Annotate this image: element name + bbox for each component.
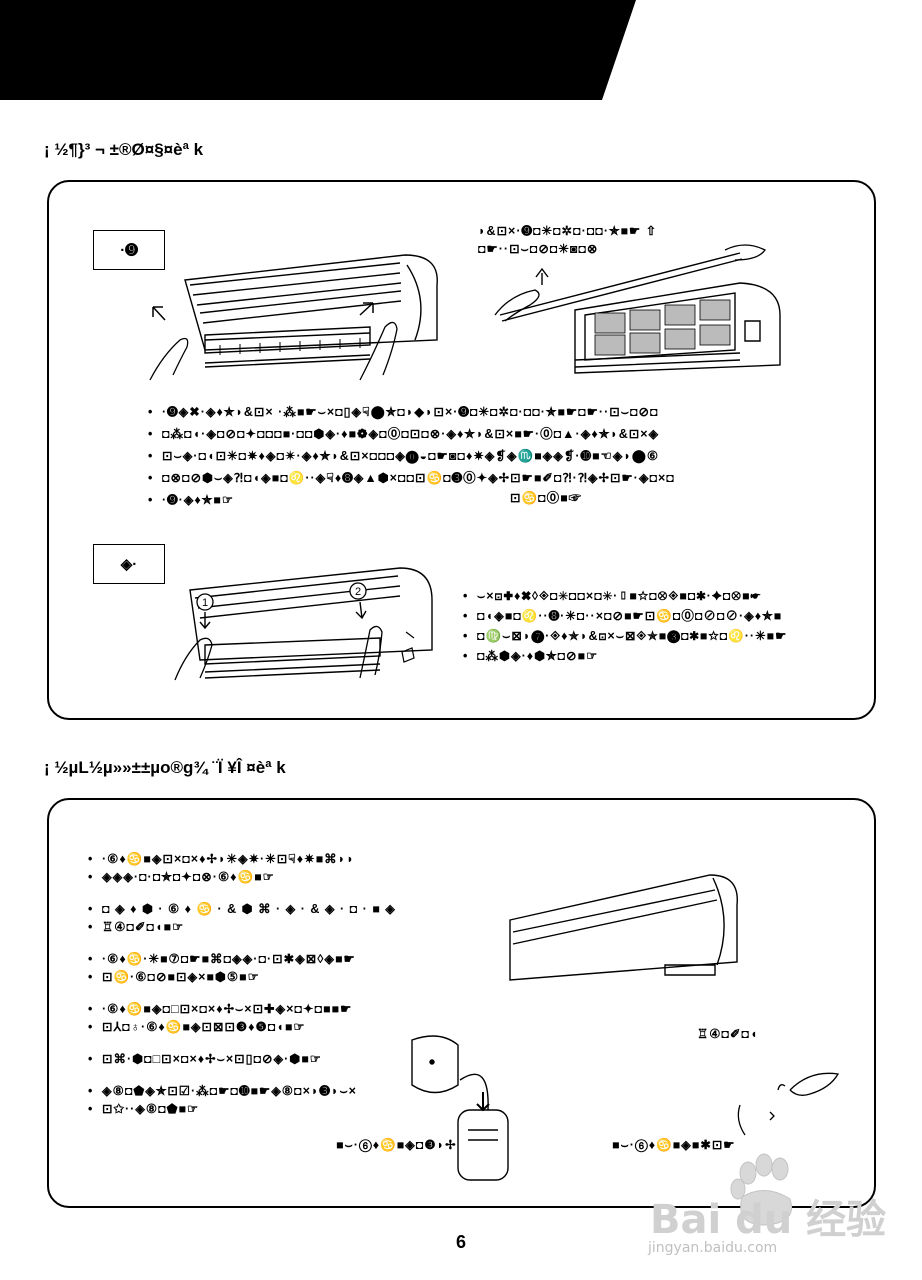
list-item: ♖④◘✐◘◖■☞ (88, 918, 396, 936)
list-item: ·⑥♦♋■◈◘□⊡×◘×♦✢⌣×⊡✚◈×◘✦◘■■☛ (88, 1000, 396, 1018)
list-item: ◘♍⌣⊠◗➐·◈♦✯◗&⊡×⌣⊠◈✯■➌◘✱■✩◘♌··✳■☛ (463, 627, 787, 645)
step-2-label: ◈· (93, 544, 165, 584)
svg-text:1: 1 (202, 597, 208, 609)
filter-cleaning-panel (47, 180, 876, 720)
indoor-unit-open-panel-illustration (149, 254, 438, 381)
remote-bottom-left-caption: ■⌣·⑥♦♋■◈◘❸◗✢ (336, 1138, 457, 1152)
list-item: ⊡♋·⑥◘⊘■⊡◈×■⬢⑤■☞ (88, 968, 396, 986)
filter-removal-caption-line-1: ◗&⊡×·➒◘✳◘✲◘·◘◘·✯■☛ ⇧ (478, 224, 658, 238)
indoor-unit-closed-illustration (509, 874, 738, 981)
watermark-brand: Bai du 经验 (650, 1197, 886, 1243)
list-item: ⊡⌣◈·◘◖⊡✳◘✷♦◈◘✴·◈♦✯◗&⊡×◘◘◘◈⓿◒◘☛◙◘♦✷◈❡◈♏■◈… (148, 447, 675, 465)
list-item: ·➒·◈♦✯■☞ (148, 491, 675, 509)
header-banner (0, 0, 636, 100)
list-item: ·⑥♦♋·✳■⑦◘☛■⌘◘◈◈·◘·⊡✱◈⊠◊◈■☛ (88, 950, 396, 968)
section-heading-remote: ¡ ½µL½µ»»±±µo®g¾ ¨Ï ¥Î ¤èª k (44, 758, 286, 777)
svg-text:2: 2 (355, 586, 361, 598)
filter-install-illustration: 1 2 (174, 567, 433, 681)
filter-instructions-list-a: ·➒◈✖·◈♦✯◗&⊡× ·⁂■☛⌣×◘▯◈☟⬤✯◘◗◆◗⊡×·➒◘✳◘✲◘·◘… (148, 403, 675, 513)
step-1-label: ·➒ (93, 230, 165, 270)
page-number: 6 (455, 1232, 466, 1252)
list-item: ◈◈◈·◘·◘✯◘✦◘⊗·⑥♦♋■☞ (88, 868, 396, 886)
list-item: ◘ ◈ ♦ ⬢ · ⑥ ♦ ♋ · & ⬢ ⌘ · ◈ · & ◈ · ◘ · … (88, 900, 396, 918)
list-item: ·⑥♦♋■◈⊡×◘×♦✢◗✳◈✷·✳⊡☟♦✷■⌘◗◗ (88, 850, 396, 868)
remote-right-caption: ♖④◘✐◘◖ (697, 1027, 759, 1041)
list-item: ⊡✩··◈⑧◘⬟■☞ (88, 1100, 396, 1118)
list-item: ◘◖◈■◘♌··➑·✳◘··×◘⊘■☛⊡♋◘⓪◘⊘◘⊘·◈♦✯■ (463, 607, 787, 625)
filter-instruction-tail: ⊡♋◘⓪■☞ (510, 491, 583, 505)
list-item: ◘⁂◘◖·◈◘⊘◘✦◘◘◘■·◘◘⬢◈·♦■❁◈◘⓪◘⊡◘⊗·◈♦✯◗&⊡×■☛… (148, 425, 675, 443)
remote-battery-illustration (411, 1035, 509, 1181)
remote-reset-hand-illustration (737, 1072, 840, 1136)
section-heading-filter: ¡ ½¶}³ ¬­ ±®Ø¤§¤èª k (44, 140, 204, 159)
filter-removal-illustration (494, 244, 781, 374)
watermark-url: jingyan.baidu.com (648, 1240, 778, 1256)
list-item: ◘⁂⬢◈·♦⬢✯◘⊘■☞ (463, 647, 787, 665)
remote-care-instructions-list: ·⑥♦♋■◈⊡×◘×♦✢◗✳◈✷·✳⊡☟♦✷■⌘◗◗ ◈◈◈·◘·◘✯◘✦◘⊗·… (88, 850, 396, 1118)
filter-removal-caption-line-2: ◘☛··⊡⌣◘⊘◘✳◙◘⊗ (478, 242, 599, 256)
list-item: ⊡⌘·⬢◘□⊡×◘×♦✢⌣×⊡▯◘⊘◈·⬢■☞ (88, 1050, 396, 1068)
list-item: ◘⊗◘⊘⬢⌣◈⁈◘◖◈■◘♌··◈☟♦➑◈▲⬢×◘◘⊡♋◘➌⓪✦◈✢⊡☛■✐◘⁈… (148, 469, 675, 487)
list-item: ◈⑧◘⬟◈✯⊡☑·⁂◘☛◘➓■☛◈⑧◘×◗➌◗⌣× (88, 1082, 396, 1100)
list-item: ⌣×⊡✚♦✖◊◈◘✳◘◘×◘✳·▯■✩◘⊗◈■◘✱·✦◘⊗■☛ (463, 587, 787, 605)
remote-care-panel (47, 798, 876, 1208)
remote-bottom-right-caption: ■⌣·⑥♦♋■◈■✱⊡☛ (612, 1138, 736, 1152)
list-item: ·➒◈✖·◈♦✯◗&⊡× ·⁂■☛⌣×◘▯◈☟⬤✯◘◗◆◗⊡×·➒◘✳◘✲◘·◘… (148, 403, 675, 421)
baidu-jingyan-watermark-logo: Bai du 经验 (650, 1153, 886, 1243)
filter-instructions-list-b: ⌣×⊡✚♦✖◊◈◘✳◘◘×◘✳·▯■✩◘⊗◈■◘✱·✦◘⊗■☛ ◘◖◈■◘♌··… (463, 587, 787, 667)
list-item: ⊡⅄◘♁·⑥♦♋■◈⊡⊠⊡❸♦❺◘◖■☞ (88, 1018, 396, 1036)
